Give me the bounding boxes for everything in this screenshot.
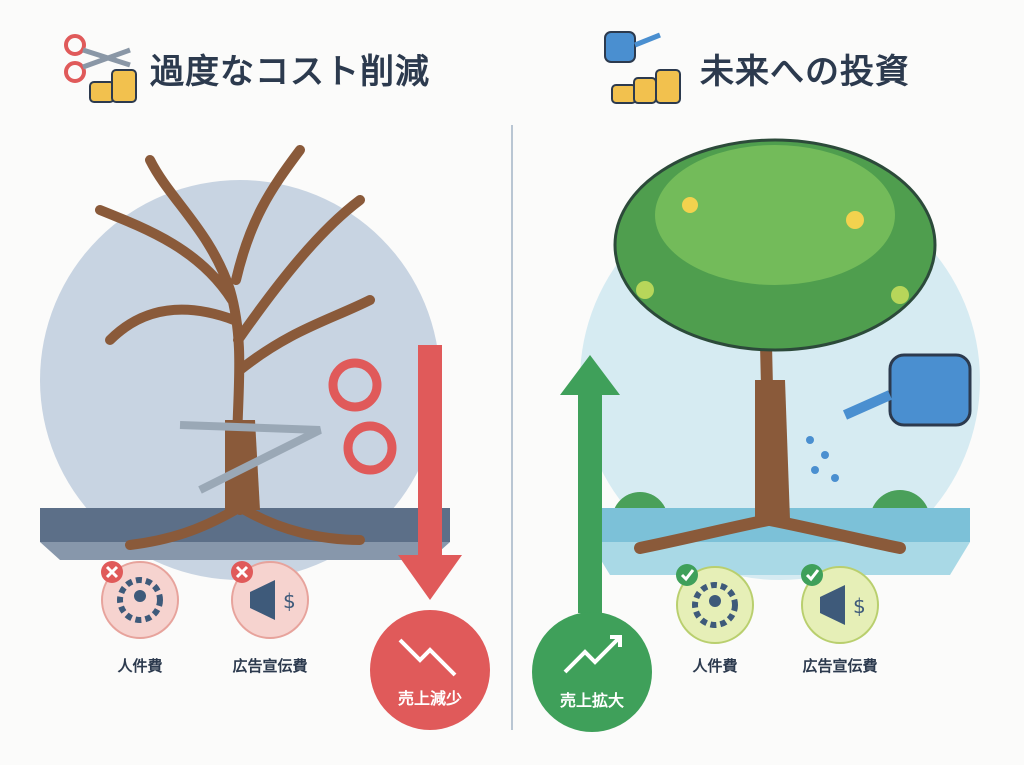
left-item-label-personnel: 人件費: [117, 657, 163, 675]
watering-can-icon: [604, 31, 661, 63]
scissors-icon: [64, 34, 131, 83]
advertising-cost-icon: $: [231, 561, 309, 639]
right-item-label-advertising: 広告宣伝費: [802, 657, 878, 675]
right-result-label: 売上拡大: [559, 691, 624, 710]
right-title: 未来への投資: [700, 52, 910, 92]
personnel-cost-icon: [676, 564, 754, 644]
trend-down-icon: [398, 638, 457, 677]
coins-icon: [89, 69, 137, 103]
withered-tree-scene: [40, 145, 450, 580]
coins-icon: [611, 69, 681, 104]
sales-growth-badge: [532, 612, 652, 732]
arrow-up-icon: [560, 355, 620, 613]
sales-decrease-badge: [370, 610, 490, 730]
right-item-label-personnel: 人件費: [692, 657, 738, 675]
left-title: 過度なコスト削減: [150, 52, 430, 92]
left-result-label: 売上減少: [397, 689, 462, 708]
watering-can-pouring-icon: [806, 353, 972, 482]
svg-text:$: $: [283, 589, 296, 613]
personnel-cost-icon: [101, 561, 179, 639]
advertising-cost-icon: $: [801, 564, 879, 644]
scissors-cutting-icon: [179, 358, 397, 494]
svg-text:$: $: [853, 594, 866, 618]
trend-up-icon: [563, 635, 622, 674]
arrow-down-icon: [398, 345, 462, 600]
left-item-label-advertising: 広告宣伝費: [232, 657, 308, 675]
